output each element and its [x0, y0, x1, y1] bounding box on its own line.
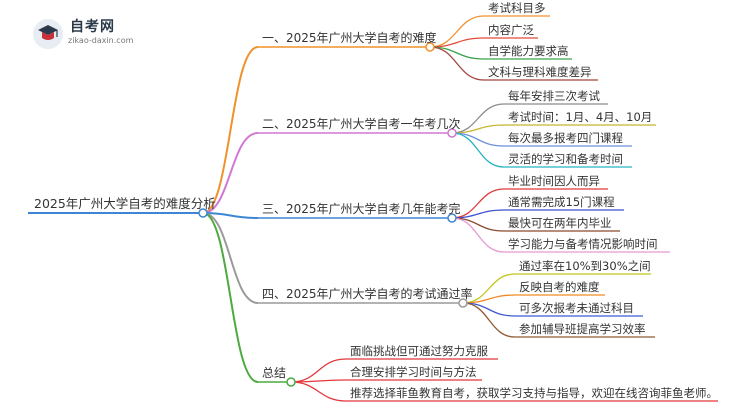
leaf-topic: 毕业时间因人而异 [508, 174, 600, 188]
graduation-cap-icon [33, 19, 63, 49]
root-topic: 2025年广州大学自考的难度分析 [34, 196, 216, 211]
connector-line [290, 381, 347, 402]
leaf-topic: 参加辅导班提高学习效率 [519, 322, 646, 336]
connector-line [202, 212, 259, 219]
leaf-topic: 最快可在两年内毕业 [508, 216, 612, 230]
connector-line [462, 302, 516, 317]
branch-topic: 二、2025年广州大学自考一年考几次 [262, 117, 461, 131]
branch-topic: 一、2025年广州大学自考的难度 [262, 31, 437, 45]
connector-line [202, 46, 259, 214]
leaf-topic: 灵活的学习和备考时间 [508, 152, 623, 166]
collapse-node[interactable] [458, 298, 468, 308]
leaf-topic: 学习能力与备考情况影响时间 [508, 237, 658, 251]
connector-line [202, 212, 259, 383]
connector-line [451, 132, 505, 147]
connector-line [429, 46, 485, 81]
leaf-topic: 每年安排三次考试 [508, 89, 600, 103]
branch-topic: 总结 [262, 366, 287, 380]
collapse-node[interactable] [198, 208, 208, 218]
leaf-topic: 考试科目多 [488, 1, 546, 15]
connector-line [202, 212, 259, 304]
branch-topic: 三、2025年广州大学自考几年能考完 [262, 202, 461, 216]
leaf-topic: 推荐选择菲鱼教育自考，获取学习支持与指导，欢迎在线咨询菲鱼老师。 [350, 386, 718, 400]
site-logo[interactable]: 自考网 zikao-daxin.com [30, 16, 150, 52]
collapse-node[interactable] [447, 128, 457, 138]
leaf-topic: 内容广泛 [488, 23, 534, 37]
connector-line [451, 217, 505, 253]
leaf-topic: 合理安排学习时间与方法 [350, 365, 477, 379]
leaf-topic: 自学能力要求高 [488, 44, 569, 58]
connector-line [290, 358, 347, 383]
branch-topic: 四、2025年广州大学自考的考试通过率 [262, 287, 473, 301]
connector-line [202, 132, 259, 214]
collapse-node[interactable] [425, 42, 435, 52]
leaf-topic: 反映自考的难度 [519, 280, 600, 294]
connector-line [462, 302, 516, 338]
collapse-node[interactable] [286, 377, 296, 387]
collapse-node[interactable] [447, 213, 457, 223]
connector-line [451, 132, 505, 168]
leaf-topic: 考试时间：1月、4月、10月 [508, 110, 653, 124]
leaf-topic: 每次最多报考四门课程 [508, 131, 623, 145]
logo-title: 自考网 [70, 19, 115, 35]
leaf-topic: 通过率在10%到30%之间 [519, 259, 651, 273]
connector-line [451, 217, 505, 232]
leaf-topic: 通常需完成15门课程 [508, 195, 615, 209]
leaf-topic: 文科与理科难度差异 [488, 65, 592, 79]
leaf-topic: 可多次报考未通过科目 [519, 301, 634, 315]
logo-subtitle: zikao-daxin.com [68, 36, 134, 45]
leaf-topic: 面临挑战但可通过努力克服 [350, 344, 488, 358]
